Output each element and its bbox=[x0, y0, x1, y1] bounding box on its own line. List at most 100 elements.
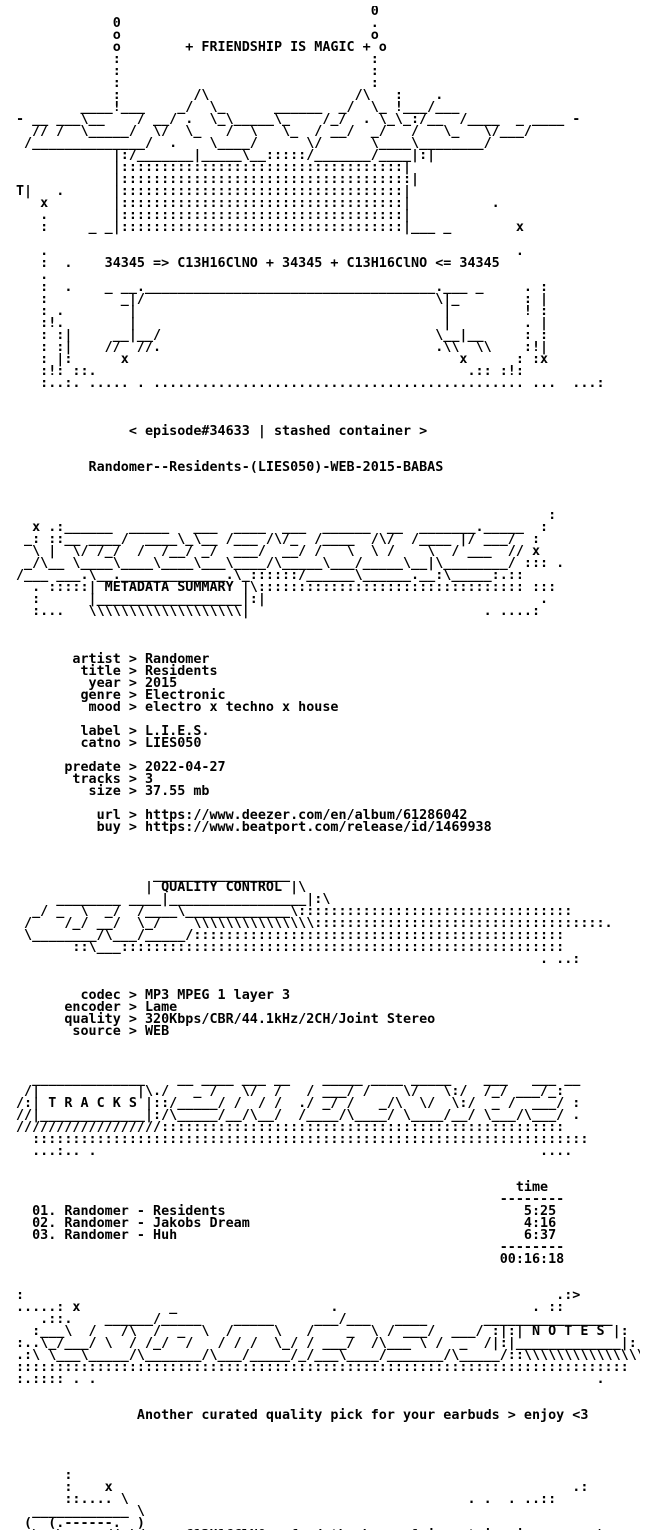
nfo-line: time bbox=[16, 1180, 549, 1195]
nfo-line: 00:16:18 bbox=[16, 1252, 565, 1267]
nfo-line: -------- bbox=[16, 1240, 565, 1255]
nfo-line: : :| __|__/ \__|__ : : bbox=[16, 328, 549, 343]
nfo-line: / /_/ __/ \_/ \\\\\\\\\\\\\\\:::::::::::… bbox=[16, 916, 613, 931]
nfo-line: codec > MP3 MPEG 1 layer 3 bbox=[16, 988, 291, 1003]
nfo-line: /___ ___.\__._____________.\_::::::/____… bbox=[16, 568, 524, 583]
nfo-line: mood > electro x techno x house bbox=[16, 700, 339, 715]
nfo-line: \________/\___/_____/:::::::::::::::::::… bbox=[16, 928, 565, 943]
nfo-line: - __ ___\__ / __/ . \_\_____\_ /_/ . \_\… bbox=[16, 112, 581, 127]
nfo-line: url > https://www.deezer.com/en/album/61… bbox=[16, 808, 468, 823]
nfo-line: ::::::::::::::::::::::::::::::::::::::::… bbox=[16, 1132, 589, 1147]
nfo-line: .::. ______/_____ _____ ___/___ ____ ___… bbox=[16, 1312, 613, 1327]
nfo-line: . ..: bbox=[16, 952, 581, 967]
nfo-line bbox=[16, 474, 640, 486]
nfo-line: : . | | ! : bbox=[16, 304, 549, 319]
nfo-line: ...:.. . .... bbox=[16, 1144, 573, 1159]
nfo-line: ________ ____|_________________|:\ bbox=[16, 892, 331, 907]
nfo-line: //|_____________|:/\_____/__/\__/ /____/… bbox=[16, 1108, 581, 1123]
nfo-line bbox=[16, 1050, 640, 1062]
nfo-line: 03. Randomer - Huh 6:37 bbox=[16, 1228, 557, 1243]
nfo-line bbox=[16, 1434, 640, 1446]
nfo-line: ____________ \ bbox=[16, 1504, 145, 1519]
nfo-line: o + FRIENDSHIP IS MAGIC + o bbox=[16, 40, 387, 55]
nfo-line: _: ::__ ____/ ____\_\__ /___ /\/_ /____ … bbox=[16, 532, 541, 547]
nfo-line: : _|/ \|_ : | bbox=[16, 292, 549, 307]
nfo-line: tracks > 3 bbox=[16, 772, 154, 787]
nfo-line: -------- bbox=[16, 1192, 565, 1207]
nfo-line: source > WEB bbox=[16, 1024, 170, 1039]
nfo-line bbox=[16, 834, 640, 846]
nfo-line: . bbox=[16, 268, 49, 283]
nfo-line bbox=[16, 402, 640, 414]
nfo-line: : _ _|::::::::::::::::::::::::::::::::::… bbox=[16, 220, 524, 235]
nfo-line: . |:::::::::::::::::::::::::::::::::::| bbox=[16, 208, 412, 223]
nfo-line: Randomer--Residents-(LIES050)-WEB-2015-B… bbox=[16, 460, 444, 475]
nfo-line bbox=[16, 1446, 640, 1458]
nfo-line bbox=[16, 630, 640, 642]
nfo-line: : : bbox=[16, 76, 379, 91]
nfo-line: :..:. ..... . ..........................… bbox=[16, 376, 605, 391]
nfo-line: // / \_____/ \/ \_ / \ \_ / __/ _/ / \_ … bbox=[16, 124, 532, 139]
nfo-line bbox=[16, 966, 640, 978]
nfo-line: ::.... \ . . . ..:: bbox=[16, 1492, 557, 1507]
nfo-line: encoder > Lame bbox=[16, 1000, 178, 1015]
nfo-line: ::\___::::::::::::::::::::::::::::::::::… bbox=[16, 940, 565, 955]
nfo-line: |:::::::::::::::::::::::::::::::::::| bbox=[16, 160, 412, 175]
nfo-line: :.:::: . . . bbox=[16, 1372, 605, 1387]
nfo-line: artist > Randomer bbox=[16, 652, 210, 667]
nfo-line: 0 bbox=[16, 6, 379, 19]
nfo-line bbox=[16, 438, 640, 450]
nfo-line: o o bbox=[16, 28, 379, 43]
nfo-line: : . 34345 => C13H16ClNO + 34345 + C13H16… bbox=[16, 256, 500, 271]
nfo-line bbox=[16, 1386, 640, 1398]
nfo-line: 0 . bbox=[16, 16, 379, 31]
nfo-line bbox=[16, 846, 640, 858]
nfo-line bbox=[16, 1038, 640, 1050]
nfo-line: : :| // //. .\\ \\ :!| bbox=[16, 340, 549, 355]
nfo-line: \ | \/ /_/ / /__/ _/ ___/ __/ / \ \ / \ … bbox=[16, 544, 541, 559]
nfo-line: buy > https://www.beatport.com/release/i… bbox=[16, 820, 492, 835]
nfo-line: ::::::::::::::::::::::::::::::::::::::::… bbox=[16, 1360, 629, 1375]
nfo-line: 01. Randomer - Residents 5:25 bbox=[16, 1204, 557, 1219]
nfo-line: /| |\./ _ / \/ / / ___/ / \/ \:/ /_/ ___… bbox=[16, 1084, 565, 1099]
nfo-line: : : bbox=[16, 52, 379, 67]
nfo-line: :___\ / /\ / _ \ / \ / _ \ / ___/ ___/ :… bbox=[16, 1324, 629, 1339]
nfo-line: | QUALITY CONTROL |\ bbox=[16, 880, 307, 895]
nfo-line: year > 2015 bbox=[16, 676, 178, 691]
nfo-line: : bbox=[16, 508, 557, 523]
nfo-line bbox=[16, 1458, 640, 1470]
nfo-line: x .:______ _____ ___ ____ ___ ______ __ … bbox=[16, 520, 549, 535]
nfo-line bbox=[16, 618, 640, 630]
nfo-text-block: 0 0 . o o o + FRIENDSHIP IS MAGIC + o : … bbox=[16, 6, 640, 1530]
nfo-line: |::::::::::::::::::::::::::::::::::::| bbox=[16, 172, 420, 187]
nfo-line: title > Residents bbox=[16, 664, 218, 679]
nfo-line: .....: x _ . . :: bbox=[16, 1300, 565, 1315]
nfo-line: :!. | | . | bbox=[16, 316, 549, 331]
nfo-line: . . bbox=[16, 244, 524, 259]
nfo-line: x |:::::::::::::::::::::::::::::::::::| … bbox=[16, 196, 500, 211]
nfo-line: 02. Randomer - Jakobs Dream 4:16 bbox=[16, 1216, 557, 1231]
nfo-line: . :::::| METADATA SUMMARY |\::::::::::::… bbox=[16, 580, 557, 595]
nfo-line: : .:> bbox=[16, 1288, 581, 1303]
nfo-line: T| . |::::::::::::::::::::::::::::::::::… bbox=[16, 184, 412, 199]
nfo-line: quality > 320Kbps/CBR/44.1kHz/2CH/Joint … bbox=[16, 1012, 436, 1027]
nfo-line bbox=[16, 1422, 640, 1434]
nfo-line: : : bbox=[16, 64, 379, 79]
nfo-line bbox=[16, 486, 640, 498]
nfo-line: ( (.------. ) bbox=[16, 1516, 145, 1530]
nfo-line: : x .: bbox=[16, 1480, 589, 1495]
nfo-line: ______________ __ ____ ___ __ _____ ____… bbox=[16, 1072, 581, 1087]
nfo-line: //////////////////::::::::::::::::::::::… bbox=[16, 1120, 565, 1135]
nfo-line bbox=[16, 1266, 640, 1278]
nfo-line: : |: x x : :x bbox=[16, 352, 549, 367]
nfo-line: .:\ \___\_____/\_______/\___/_____/_/___… bbox=[16, 1348, 640, 1363]
nfo-line: /______________/ . \____/ \/ \____\_____… bbox=[16, 136, 492, 151]
nfo-line: _________________ bbox=[16, 868, 291, 883]
nfo-line: |:/_______|_____\__:::::/_______/____|:| bbox=[16, 148, 436, 163]
nfo-line: /:| T R A C K S |::/_____/ / / / ./ _/ /… bbox=[16, 1096, 581, 1111]
nfo-line: genre > Electronic bbox=[16, 688, 226, 703]
nfo-line bbox=[16, 390, 640, 402]
nfo-line: : /\ /\ : . bbox=[16, 88, 444, 103]
nfo-line: _/\__ \____\____\____\___\____/\_____\__… bbox=[16, 556, 565, 571]
nfo-line: size > 37.55 mb bbox=[16, 784, 210, 799]
